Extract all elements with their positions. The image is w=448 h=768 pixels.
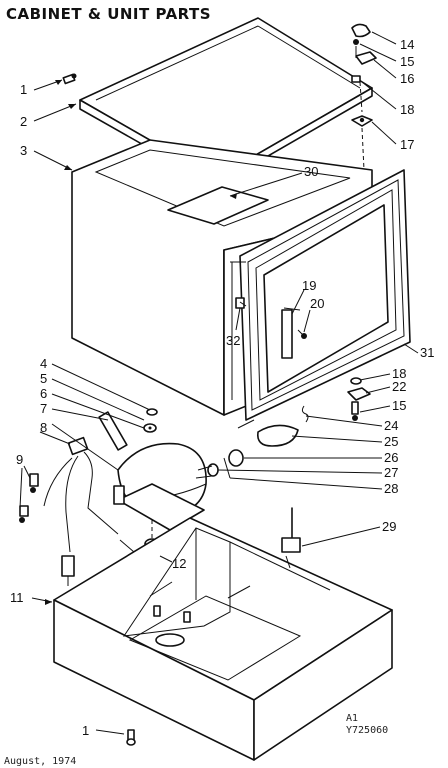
callout-18-low: 18 — [392, 366, 406, 381]
screw-1-bottom — [126, 729, 136, 746]
callout-17: 17 — [400, 137, 414, 152]
capillary-tube-7 — [98, 411, 128, 451]
callout-1-bottom: 1 — [82, 723, 89, 738]
callout-2: 2 — [20, 114, 27, 129]
callout-3: 3 — [20, 143, 27, 158]
latch-26 — [228, 449, 244, 467]
callout-6: 6 — [40, 386, 47, 401]
callout-31: 31 — [420, 345, 434, 360]
screw-20 — [297, 329, 307, 339]
callout-4: 4 — [40, 356, 47, 371]
leader-lines — [19, 31, 419, 735]
door-handle-25 — [256, 424, 299, 447]
callout-11: 11 — [10, 590, 24, 605]
callout-18-top: 18 — [400, 102, 414, 117]
screws-9 — [19, 473, 39, 523]
callout-25: 25 — [384, 434, 398, 449]
callout-14: 14 — [400, 37, 414, 52]
callout-29: 29 — [382, 519, 396, 534]
callout-12: 12 — [172, 556, 186, 571]
hinge-18-top — [351, 75, 361, 83]
callout-20: 20 — [310, 296, 324, 311]
compressor — [113, 442, 213, 531]
pin-28 — [223, 457, 231, 479]
hinge-22 — [347, 387, 371, 401]
callout-5: 5 — [40, 371, 47, 386]
screw-15-low — [351, 401, 359, 415]
callout-28: 28 — [384, 481, 398, 496]
callout-16: 16 — [400, 71, 414, 86]
callout-15-top: 15 — [400, 54, 414, 69]
callout-1-top: 1 — [20, 82, 27, 97]
hinge-assembly-bottom — [347, 377, 371, 421]
wire-connector — [61, 555, 75, 577]
screw-32 — [235, 297, 247, 309]
hinge-assembly-top — [351, 23, 377, 171]
serial-plate — [167, 186, 269, 225]
callout-7: 7 — [40, 401, 47, 416]
callout-26: 26 — [384, 450, 398, 465]
callout-9: 9 — [16, 452, 23, 467]
callout-labels: 1 2 3 30 14 15 16 18 17 19 20 32 31 18 2… — [10, 37, 434, 738]
relay-overload — [43, 436, 135, 586]
print-date: August, 1974 — [4, 756, 76, 767]
washer-18-low — [350, 377, 362, 385]
screw-15-top — [353, 39, 359, 45]
callout-15-low: 15 — [392, 398, 406, 413]
revision-code: A1 — [346, 713, 358, 724]
hinge-16 — [355, 51, 377, 65]
callout-22: 22 — [392, 379, 406, 394]
callout-8: 8 — [40, 420, 47, 435]
base-pan — [53, 517, 393, 761]
callout-27: 27 — [384, 465, 398, 480]
diagram-title: CABINET & UNIT PARTS — [6, 5, 211, 23]
callout-24: 24 — [384, 418, 398, 433]
drain-hole — [155, 633, 185, 647]
screw-1-top — [62, 73, 77, 85]
door-hardware — [207, 405, 309, 479]
bushing-27 — [207, 463, 219, 477]
callout-30: 30 — [304, 164, 318, 179]
thermostat-29 — [281, 507, 301, 569]
part-code: Y725060 — [346, 725, 388, 736]
hinge-bracket — [281, 309, 293, 359]
spring-24 — [301, 405, 309, 423]
grommets-4-5-6 — [143, 408, 158, 433]
cabinet-liner — [230, 261, 301, 400]
callout-32: 32 — [226, 333, 240, 348]
hinge-cap-14 — [351, 23, 371, 38]
callout-19: 19 — [302, 278, 316, 293]
